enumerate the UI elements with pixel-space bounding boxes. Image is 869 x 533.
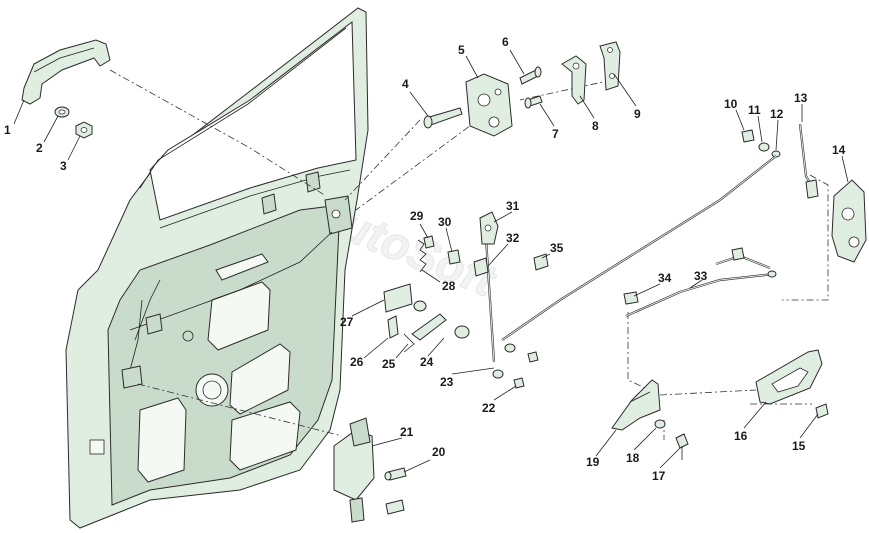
leader-lines (13, 49, 849, 473)
callout-23: 23 (440, 375, 454, 389)
callout-16: 16 (734, 429, 748, 443)
part-24-bracket (411, 313, 470, 341)
callout-14: 14 (832, 143, 846, 157)
callout-10: 10 (724, 97, 738, 111)
part-9-bracket (599, 41, 621, 91)
callout-31: 31 (506, 199, 520, 213)
part-28-spring (417, 239, 427, 273)
part-23-rod (484, 237, 539, 379)
callout-25: 25 (382, 357, 396, 371)
part-16-handle-bezel (755, 349, 823, 405)
part-11-washer (758, 142, 770, 152)
callout-35: 35 (550, 241, 564, 255)
callout-21: 21 (400, 425, 414, 439)
part-32-lever (473, 257, 489, 277)
callout-6: 6 (502, 35, 509, 49)
callout-7: 7 (552, 127, 559, 141)
callout-29: 29 (410, 209, 424, 223)
part-26-clip (387, 315, 399, 339)
part-1-exterior-handle (21, 39, 111, 105)
part-30-clip (447, 249, 461, 265)
part-25-clip (403, 333, 415, 353)
callout-17: 17 (652, 469, 666, 483)
part-29-clip (423, 235, 435, 249)
callout-8: 8 (592, 119, 599, 133)
part-10-clip (741, 129, 755, 143)
callout-11: 11 (748, 103, 761, 117)
callout-1: 1 (4, 123, 11, 137)
part-8-striker (561, 55, 587, 105)
callout-22: 22 (482, 401, 496, 415)
callout-28: 28 (442, 279, 456, 293)
callout-19: 19 (586, 455, 600, 469)
callout-13: 13 (794, 91, 808, 105)
part-7-screw (524, 95, 543, 109)
part-15-plug (815, 403, 829, 419)
part-4-pin (423, 107, 463, 129)
callout-2: 2 (36, 141, 43, 155)
part-17-screw (675, 433, 689, 460)
part-31-cam-plate (479, 211, 499, 245)
callout-18: 18 (626, 451, 640, 465)
control-rods (501, 155, 777, 341)
callout-labels: 1 2 3 4 5 6 7 8 9 10 11 12 13 14 15 16 1… (4, 35, 846, 483)
part-21-actuator (333, 417, 405, 523)
callout-20: 20 (432, 445, 446, 459)
callout-9: 9 (634, 107, 641, 121)
part-14-lock-mechanism (831, 179, 867, 263)
callout-3: 3 (60, 159, 67, 173)
part-6-bolt (519, 66, 542, 85)
callout-33: 33 (694, 269, 708, 283)
part-22-bolt (513, 377, 525, 389)
part-clip-near-lock-rod (731, 247, 745, 261)
callout-4: 4 (402, 77, 409, 91)
part-19-interior-handle (611, 379, 661, 431)
callout-27: 27 (340, 315, 354, 329)
part-2-washer (54, 106, 70, 118)
part-33-rod (767, 270, 777, 278)
door-panel (65, 7, 369, 529)
callout-15: 15 (792, 439, 806, 453)
part-27-bracket (383, 283, 427, 313)
part-3-nut (75, 121, 93, 139)
callout-24: 24 (420, 355, 434, 369)
callout-5: 5 (458, 43, 465, 57)
part-34-clip (623, 291, 639, 305)
part-20-screw (384, 467, 407, 481)
part-5-latch-housing (465, 73, 513, 137)
callout-30: 30 (438, 215, 452, 229)
part-35-clip (533, 253, 549, 271)
callout-32: 32 (506, 231, 520, 245)
callout-26: 26 (350, 355, 364, 369)
callout-34: 34 (658, 271, 672, 285)
part-13-lever-rod (798, 123, 819, 199)
callout-12: 12 (770, 107, 784, 121)
part-18-washer (654, 419, 666, 429)
